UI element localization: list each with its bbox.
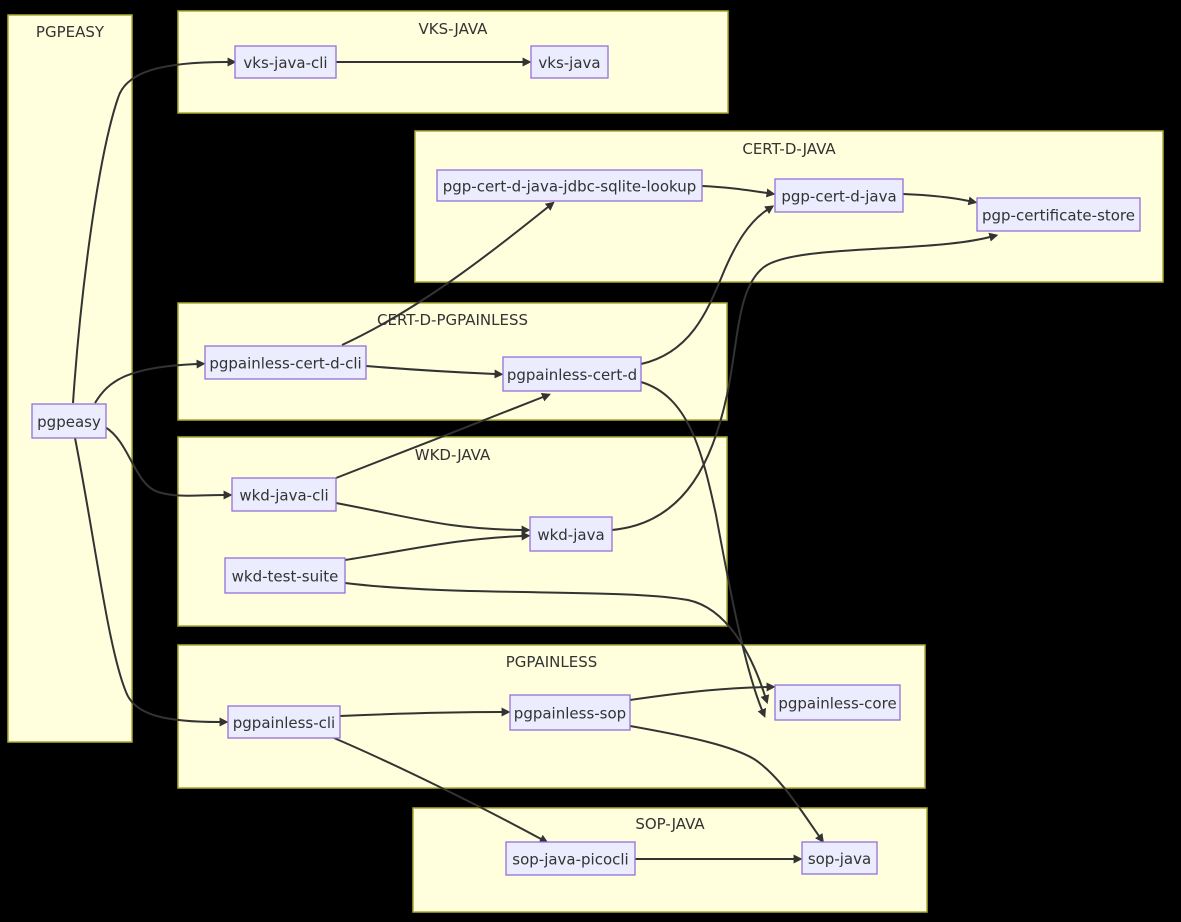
edge-pgpainless-cli--sop-java-picocli: [333, 737, 549, 844]
node-box: [224, 557, 346, 594]
node-box: [505, 841, 636, 876]
node-wkd-java: wkd-java: [529, 516, 613, 552]
edge-pgp-cert-d-java--pgp-certificate-store: [902, 193, 978, 206]
edge-pgpeasy--vks-java-cli: [72, 57, 237, 404]
node-label: wkd-java: [537, 526, 604, 544]
node-label: pgpainless-core: [778, 695, 896, 713]
node-pgp-cert-d-java: pgp-cert-d-java: [774, 178, 904, 213]
node-label: wkd-test-suite: [232, 568, 339, 586]
node-box: [801, 841, 878, 875]
cluster-box: [7, 14, 133, 743]
edge-pgpainless-cli--pgpainless-sop: [339, 707, 511, 717]
node-box: [502, 356, 642, 392]
node-label: vks-java-cli: [243, 54, 327, 72]
cluster-title: PGPAINLESS: [506, 653, 598, 671]
node-wkd-test-suite: wkd-test-suite: [224, 557, 346, 594]
edge-pgpainless-sop--pgpainless-core: [629, 682, 776, 701]
cluster-title: CERT-D-JAVA: [742, 140, 836, 158]
edge-pgpainless-cert-d--pgpainless-core: [640, 381, 766, 718]
node-box: [509, 694, 631, 731]
edge-pgpainless-cert-d--pgp-cert-d-java: [640, 205, 775, 365]
node-label: vks-java: [538, 54, 600, 72]
node-label: pgpainless-cert-d: [507, 366, 637, 384]
node-label: pgpainless-cli: [233, 714, 335, 732]
edge-pgpainless-cert-d-cli--pgpainless-cert-d: [365, 365, 504, 379]
cluster-title: SOP-JAVA: [635, 815, 705, 833]
edge-wkd-java-cli--wkd-java: [335, 502, 531, 535]
node-box: [530, 45, 609, 79]
node-label: wkd-java-cli: [239, 487, 328, 505]
node-box: [529, 516, 613, 552]
cluster-box: [177, 436, 728, 627]
node-vks-java-cli: vks-java-cli: [234, 45, 337, 79]
node-box: [436, 169, 703, 202]
node-box: [227, 705, 341, 739]
node-box: [774, 684, 901, 721]
edge-pgpeasy--pgpainless-cert-d-cli: [94, 359, 206, 404]
node-vks-java: vks-java: [530, 45, 609, 79]
node-pgpainless-sop: pgpainless-sop: [509, 694, 631, 731]
edge-wkd-java-cli--pgpainless-cert-d: [335, 392, 551, 479]
node-label: sop-java-picocli: [512, 851, 628, 869]
cluster-wkd-java: WKD-JAVA: [177, 436, 728, 627]
node-box: [976, 197, 1141, 232]
cluster-title: CERT-D-PGPAINLESS: [377, 311, 528, 329]
node-pgpeasy: pgpeasy: [31, 403, 107, 439]
cluster-pgpeasy: PGPEASY: [7, 14, 133, 743]
node-label: sop-java: [808, 850, 871, 868]
node-pgp-certificate-store: pgp-certificate-store: [976, 197, 1141, 232]
node-box: [774, 178, 904, 213]
edge-pgpeasy--wkd-java-cli: [104, 426, 233, 500]
cluster-title: PGPEASY: [36, 23, 105, 41]
node-sop-java: sop-java: [801, 841, 878, 875]
node-sop-java-picocli: sop-java-picocli: [505, 841, 636, 876]
node-pgp-cert-d-java-jdbc-sqlite-lookup: pgp-cert-d-java-jdbc-sqlite-lookup: [436, 169, 703, 202]
node-pgpainless-cli: pgpainless-cli: [227, 705, 341, 739]
edge-pgp-cert-d-java-jdbc-sqlite-lookup--pgp-cert-d-java: [701, 185, 776, 198]
edge-pgpainless-sop--sop-java: [629, 725, 824, 843]
node-box: [204, 345, 367, 380]
node-wkd-java-cli: wkd-java-cli: [231, 477, 337, 512]
edge-wkd-test-suite--wkd-java: [344, 531, 531, 561]
node-label: pgp-certificate-store: [982, 207, 1135, 225]
node-box: [31, 403, 107, 439]
node-label: pgp-cert-d-java: [781, 188, 896, 206]
edge-wkd-test-suite--pgpainless-core: [344, 582, 770, 705]
node-label: pgpeasy: [37, 413, 101, 431]
node-box: [231, 477, 337, 512]
node-pgpainless-cert-d-cli: pgpainless-cert-d-cli: [204, 345, 367, 380]
node-pgpainless-core: pgpainless-core: [774, 684, 901, 721]
cluster-title: WKD-JAVA: [415, 446, 491, 464]
node-label: pgpainless-cert-d-cli: [209, 355, 361, 373]
node-label: pgpainless-sop: [514, 705, 626, 723]
edge-pgpeasy--pgpainless-cli: [74, 437, 229, 727]
node-box: [234, 45, 337, 79]
cluster-title: VKS-JAVA: [419, 20, 489, 38]
node-label: pgp-cert-d-java-jdbc-sqlite-lookup: [443, 178, 697, 196]
node-pgpainless-cert-d: pgpainless-cert-d: [502, 356, 642, 392]
edge-wkd-java--pgp-certificate-store: [611, 232, 999, 531]
edge-pgpainless-cert-d-cli--pgp-cert-d-java-jdbc-sqlite-lookup: [341, 201, 555, 346]
